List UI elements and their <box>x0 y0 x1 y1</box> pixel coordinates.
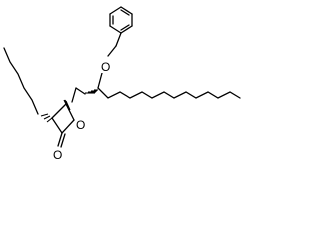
bond-ring-ch2 <box>115 32 122 47</box>
carbonyl-bond-2 <box>60 133 66 148</box>
bond-ch-ch2 <box>75 87 86 95</box>
ether-oxygen-label: O <box>101 60 110 74</box>
hexyl-stereo-hash <box>40 113 53 123</box>
carbonyl-bond-1 <box>57 132 63 147</box>
carbonyl-oxygen-label: O <box>53 148 62 162</box>
stereo-hash-bond <box>85 89 98 94</box>
oxetanone-ring <box>51 103 75 134</box>
bond-ch2-o <box>107 45 117 57</box>
hexyl-chain <box>3 47 39 115</box>
bond-ch2-ring <box>71 87 77 103</box>
chemical-structure-diagram: O O O <box>3 6 241 162</box>
ring-oxygen-label: O <box>76 118 85 132</box>
benzene-ring <box>109 6 133 34</box>
bond-o-c <box>97 72 103 89</box>
dodecyl-chain <box>97 87 241 99</box>
